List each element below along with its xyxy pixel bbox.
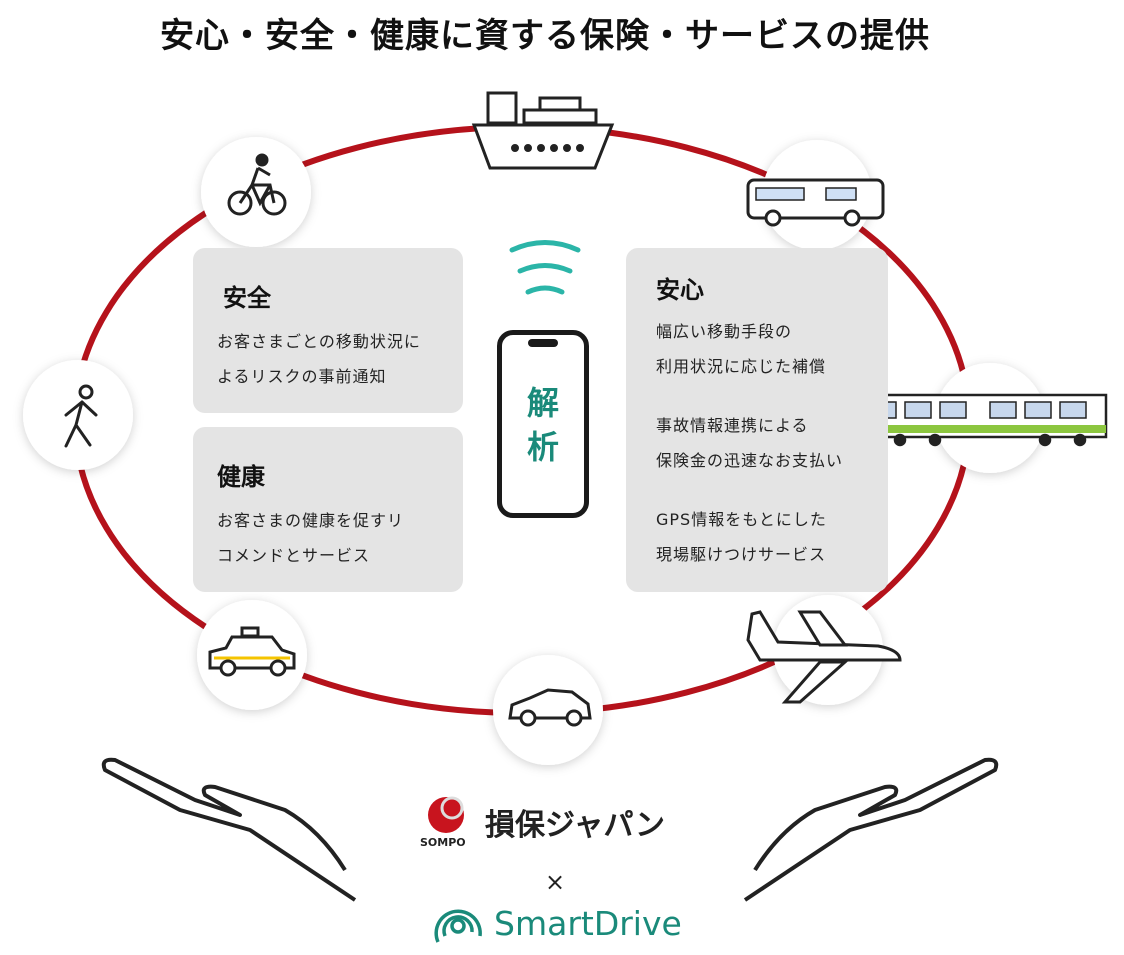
relief-heading: 安心 xyxy=(656,276,704,304)
bicycle-icon xyxy=(227,153,287,216)
relief-box: 安心 幅広い移動手段の 利用状況に応じた補償 事故情報連携による 保険金の迅速な… xyxy=(626,248,888,592)
health-text: コメンドとサービス xyxy=(217,546,371,565)
signal-icon xyxy=(509,240,581,295)
phone-notch xyxy=(528,339,558,347)
airplane-icon xyxy=(746,610,902,704)
pedestrian-icon xyxy=(64,384,98,448)
health-text: お客さまの健康を促すリ xyxy=(217,511,405,530)
collaboration-times: × xyxy=(545,868,566,896)
relief-text: 利用状況に応じた補償 xyxy=(656,357,827,376)
smartphone-icon: 解 析 xyxy=(497,330,589,518)
health-text-block: お客さまの健康を促すリ コメンドとサービス xyxy=(217,503,404,573)
safety-box: 安全 お客さまごとの移動状況に よるリスクの事前通知 xyxy=(193,248,463,413)
health-heading: 健康 xyxy=(217,463,265,491)
sompo-japan-logo-text: 損保ジャパン xyxy=(485,808,665,843)
smartdrive-logo-mark xyxy=(434,909,482,943)
analysis-label: 解 析 xyxy=(502,381,584,469)
safety-text: よるリスクの事前通知 xyxy=(217,367,387,386)
relief-text-block: 幅広い移動手段の 利用状況に応じた補償 事故情報連携による 保険金の迅速なお支払… xyxy=(656,314,843,572)
page-title: 安心・安全・健康に資する保険・サービスの提供 xyxy=(160,16,930,56)
safety-heading: 安全 xyxy=(223,284,271,312)
relief-text: 幅広い移動手段の xyxy=(656,322,793,341)
relief-text: 事故情報連携による xyxy=(656,416,809,435)
taxi-icon xyxy=(208,626,296,677)
smartdrive-logo-text: SmartDrive xyxy=(494,904,682,943)
relief-text: 保険金の迅速なお支払い xyxy=(656,451,844,470)
car-icon xyxy=(508,688,592,727)
relief-text: 現場駆けつけサービス xyxy=(656,545,827,564)
safety-text: お客さまごとの移動状況に xyxy=(217,332,421,351)
health-box: 健康 お客さまの健康を促すリ コメンドとサービス xyxy=(193,427,463,592)
hands-icon xyxy=(101,757,999,902)
sompo-logo-text: SOMPO xyxy=(420,836,466,849)
analysis-char: 析 xyxy=(526,428,559,466)
ship-icon xyxy=(471,91,615,170)
relief-text: GPS情報をもとにした xyxy=(656,510,827,529)
analysis-char: 解 xyxy=(526,384,559,422)
sompo-logo-mark xyxy=(428,796,464,833)
bus-icon xyxy=(746,178,885,227)
train-icon xyxy=(871,393,1108,447)
safety-text-block: お客さまごとの移動状況に よるリスクの事前通知 xyxy=(217,324,421,394)
